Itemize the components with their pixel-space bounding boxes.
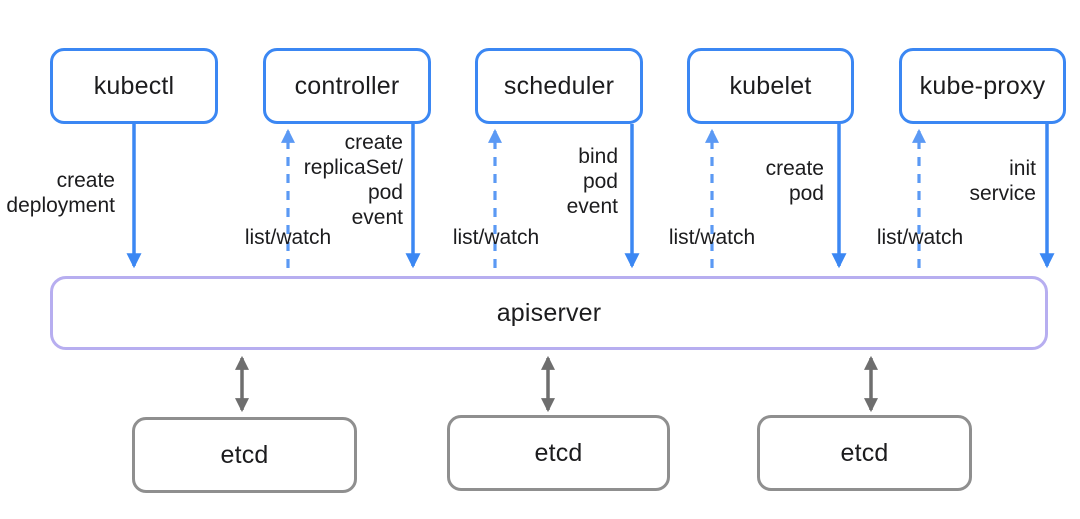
node-kube-proxy: kube-proxy [899, 48, 1066, 124]
node-apiserver-label: apiserver [496, 298, 602, 327]
node-apiserver: apiserver [50, 276, 1048, 350]
edge-label-create-pod: create pod [765, 157, 824, 205]
node-scheduler: scheduler [475, 48, 643, 124]
edge-label-bind-pod-event: bind pod event [566, 145, 618, 218]
edge-label-init-service: init service [969, 157, 1036, 205]
node-etcd-1-label: etcd [220, 440, 269, 469]
node-etcd-3: etcd [757, 415, 972, 491]
node-kube-proxy-label: kube-proxy [919, 71, 1046, 100]
node-kubectl: kubectl [50, 48, 218, 124]
node-etcd-2: etcd [447, 415, 670, 491]
node-etcd-2-label: etcd [534, 438, 583, 467]
node-etcd-3-label: etcd [840, 438, 889, 467]
node-kubectl-label: kubectl [93, 71, 175, 100]
edge-label-kubelet-list-watch: list/watch [668, 226, 756, 249]
edge-label-scheduler-list-watch: list/watch [452, 226, 540, 249]
node-etcd-1: etcd [132, 417, 357, 493]
node-scheduler-label: scheduler [503, 71, 615, 100]
edge-label-controller-list-watch: list/watch [244, 226, 332, 249]
edge-label-kube-proxy-list-watch: list/watch [876, 226, 964, 249]
node-controller: controller [263, 48, 431, 124]
edge-label-create-deployment: create deployment [6, 169, 115, 217]
node-controller-label: controller [294, 71, 400, 100]
edge-label-create-replicaset-pod-event: create replicaSet/ pod event [303, 131, 403, 229]
node-kubelet-label: kubelet [729, 71, 812, 100]
node-kubelet: kubelet [687, 48, 854, 124]
